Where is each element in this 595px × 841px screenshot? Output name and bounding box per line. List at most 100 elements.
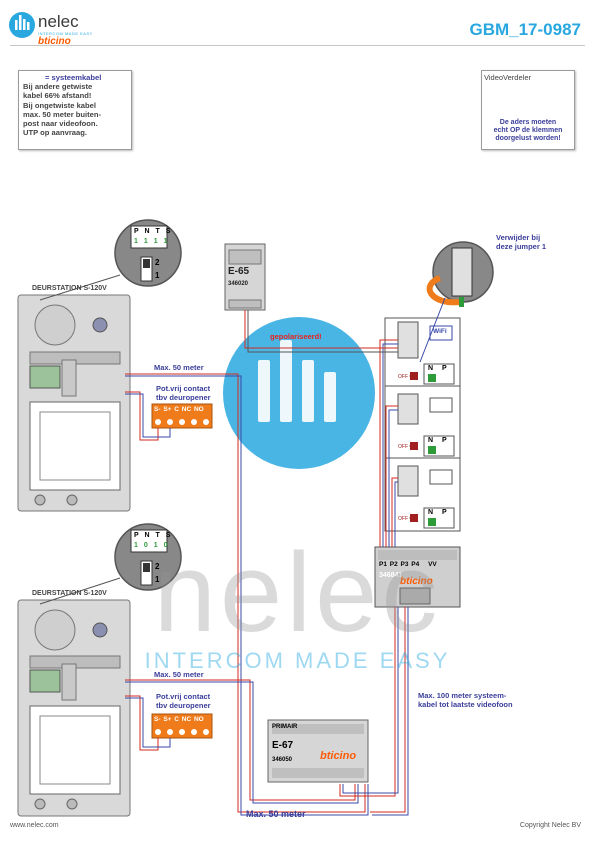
dip-label: S xyxy=(165,532,173,539)
port-label: P3 xyxy=(400,561,409,568)
door-station-2-title: DEURSTATION S-120V xyxy=(32,590,107,597)
wifi-label: WiFi xyxy=(433,328,447,335)
off-on-switch-2: OFF ON xyxy=(398,444,417,450)
terminal-label: S- xyxy=(154,716,161,723)
dip-value: 1 xyxy=(153,542,160,549)
dip-switch-zoom-1 xyxy=(39,219,182,301)
watermark-bars xyxy=(258,340,336,422)
note-line: doorgelust worden! xyxy=(495,135,561,142)
contact-line: tbv deuropener xyxy=(156,701,211,710)
jumper-zoom xyxy=(419,241,494,363)
video-distributor-box: VideoVerdeler De aders moeten echt OP de… xyxy=(481,70,575,150)
jumper-note: Verwijder bij deze jumper 1 xyxy=(496,233,546,251)
contact-line: Pot.vrij contact xyxy=(156,384,211,393)
psu-e67-brand: bticino xyxy=(320,750,357,762)
footer-copyright: Copyright Nelec BV xyxy=(519,822,581,829)
legend-line: kabel 66% afstand! xyxy=(23,91,92,101)
cable-length-label-2: Max. 50 meter xyxy=(154,670,204,679)
note-line: echt OP de klemmen xyxy=(493,127,563,134)
door-opener-block-1 xyxy=(151,403,213,429)
system-cable-wiring xyxy=(125,310,409,816)
logo-tagline: INTERCOM MADE EASY xyxy=(38,31,93,36)
p-label-2: P xyxy=(442,437,447,444)
p-label-3: P xyxy=(442,509,447,516)
note-line: De aders moeten xyxy=(499,119,557,126)
video-distributor-title: VideoVerdeler xyxy=(484,73,531,82)
legend-line: UTP op aanvraag. xyxy=(23,128,88,138)
terminal-label: S- xyxy=(154,406,161,413)
n-label-2: N xyxy=(428,437,434,444)
terminal-label: NC xyxy=(181,716,192,723)
opener-terminals-1: S- S+ C NC NO xyxy=(154,406,204,413)
n-label-1: N xyxy=(428,365,434,372)
port-label: P1 xyxy=(379,561,387,568)
distributor-346841 xyxy=(374,546,461,608)
dip-values-1: 1 1 1 1 xyxy=(134,238,169,245)
terminal-label: NO xyxy=(193,716,204,723)
p-label-1: P xyxy=(442,365,447,372)
psu-e67-code: 346050 xyxy=(272,757,293,763)
nelec-logo-icon xyxy=(9,12,35,38)
video-distributor-note: De aders moeten echt OP de klemmen doorg… xyxy=(482,119,574,143)
terminal-label: C xyxy=(174,406,179,413)
legend-line: Bij andere getwiste xyxy=(23,82,93,92)
watermark-tagline: INTERCOM MADE EASY xyxy=(144,648,451,673)
note-line: Max. 100 meter systeem- xyxy=(418,691,507,700)
dip-labels-1: P N T S xyxy=(134,228,172,235)
dip-value: 0 xyxy=(143,542,150,549)
dip-value: 1 xyxy=(134,542,140,549)
dip-value: 1 xyxy=(163,238,170,245)
door-contact-label-1: Pot.vrij contact tbv deuropener xyxy=(156,384,211,402)
header-divider xyxy=(10,45,585,46)
contact-line: Pot.vrij contact xyxy=(156,692,211,701)
psu-e65-model: E-65 xyxy=(228,266,250,277)
dip-label: N xyxy=(144,228,152,235)
port-label: P2 xyxy=(389,561,398,568)
dip-label: P xyxy=(134,532,141,539)
dip-value: 1 xyxy=(143,238,150,245)
jumper-note-line: deze jumper 1 xyxy=(496,242,547,251)
document-code: GBM_17-0987 xyxy=(469,20,581,39)
distributor-ports: P1 P2 P3 P4 VV xyxy=(379,561,437,568)
psu-e65 xyxy=(224,243,266,311)
legend-box: = systeemkabel Bij andere getwiste kabel… xyxy=(18,70,132,150)
legend-line: Bij ongetwiste kabel xyxy=(23,100,97,110)
terminal-label: NO xyxy=(193,406,204,413)
max-100m-note: Max. 100 meter systeem- kabel tot laatst… xyxy=(418,691,513,709)
psu-e67-model: E-67 xyxy=(272,740,294,751)
logo-name: nelec xyxy=(38,12,79,31)
opener-terminals-2: S- S+ C NC NO xyxy=(154,716,204,723)
terminal-label: C xyxy=(174,716,179,723)
terminal-label: NC xyxy=(181,406,192,413)
door-opener-block-2 xyxy=(151,713,213,739)
dip-value: 1 xyxy=(134,238,140,245)
bottom-cable-length-label: Max. 50 meter xyxy=(246,809,306,819)
jumper-note-line: Verwijder bij xyxy=(496,233,541,242)
terminal-label: S+ xyxy=(163,716,172,723)
dip-values-2: 1 0 1 0 xyxy=(134,542,169,549)
psu-e65-code: 346020 xyxy=(228,281,249,287)
watermark-circle xyxy=(223,317,375,469)
n-label-3: N xyxy=(428,509,434,516)
dip-label: T xyxy=(155,228,162,235)
cable-length-label-1: Max. 50 meter xyxy=(154,363,204,372)
legend-line: max. 50 meter buiten- xyxy=(23,109,102,119)
door-station-2 xyxy=(17,599,131,817)
jumper-pos-1: 1 xyxy=(155,271,160,280)
port-label: P4 xyxy=(411,561,420,568)
door-station-1-title: DEURSTATION S-120V xyxy=(32,285,107,292)
distributor-brand: bticino xyxy=(400,576,433,587)
legend-heading: = systeemkabel xyxy=(45,73,102,82)
dip-label: T xyxy=(155,532,162,539)
distributor-code: 346841 xyxy=(379,572,403,579)
jumper-pos-2: 2 xyxy=(155,562,160,571)
contact-line: tbv deuropener xyxy=(156,393,211,402)
jumper-pos-2: 2 xyxy=(155,258,160,267)
dip-labels-2: P N T S xyxy=(134,532,172,539)
door-contact-label-2: Pot.vrij contact tbv deuropener xyxy=(156,692,211,710)
dip-value: 1 xyxy=(153,238,160,245)
terminal-label: S+ xyxy=(163,406,172,413)
dip-label: S xyxy=(165,228,173,235)
logo-brand: bticino xyxy=(38,36,71,47)
psu-e67-label: PRIMAIR xyxy=(272,724,298,730)
